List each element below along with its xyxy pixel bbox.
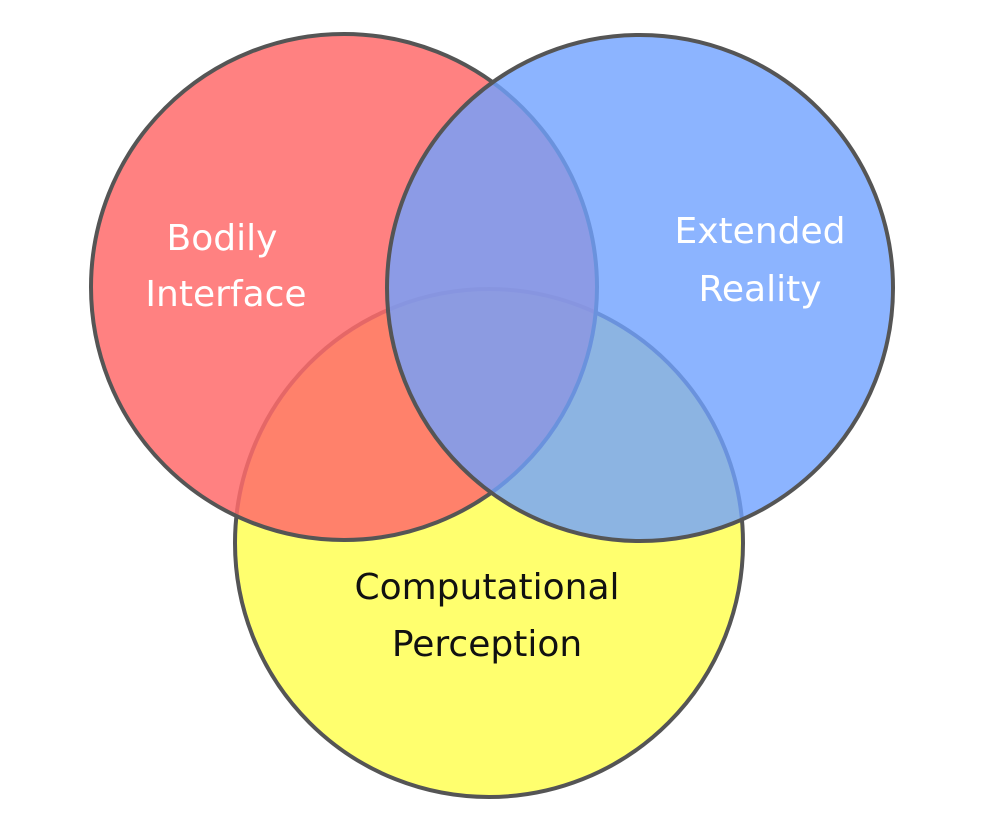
bodily-interface-label: Bodily [167, 218, 278, 259]
computational-perception-label: Perception [392, 624, 582, 665]
extended-reality-label: Extended [675, 211, 846, 252]
bodily-interface-label: Interface [145, 274, 306, 315]
extended-reality-circle [385, 33, 895, 543]
computational-perception-label: Computational [354, 567, 619, 608]
extended-reality-label: Reality [698, 269, 821, 310]
